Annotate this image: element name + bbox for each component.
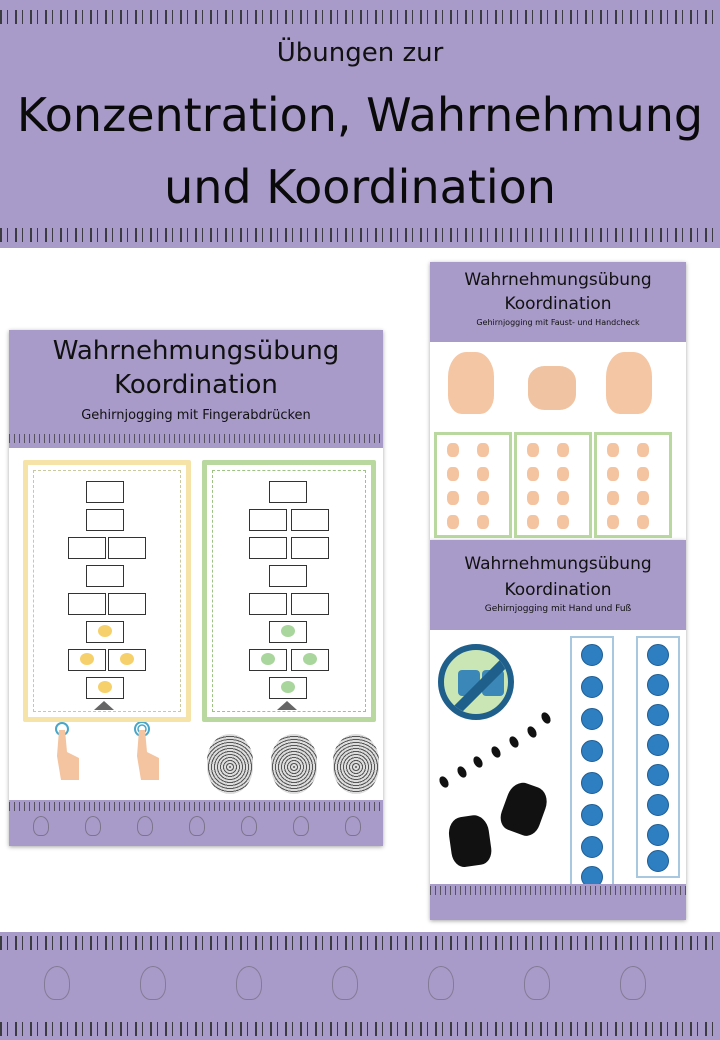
- worksheet-fist-hand: Wahrnehmungsübung Koordination Gehirnjog…: [430, 262, 686, 540]
- dot-column: [570, 636, 614, 898]
- glove-icon: [496, 778, 552, 840]
- box: [291, 509, 329, 531]
- footprint-icon: [525, 724, 539, 740]
- card-rb-header: Wahrnehmungsübung Koordination Gehirnjog…: [430, 540, 686, 630]
- finger-icon: [55, 722, 79, 780]
- lightbulb-icon: [140, 966, 166, 1000]
- mini-worksheet: [514, 432, 592, 538]
- card-left-title2: Koordination: [114, 370, 278, 400]
- box: [249, 593, 287, 615]
- worksheet-hand-foot: Wahrnehmungsübung Koordination Gehirnjog…: [430, 540, 686, 920]
- tick-border-bottom: [0, 228, 720, 242]
- header-banner: Übungen zur Konzentration, Wahrnehmung u…: [0, 0, 720, 248]
- green-dot: [261, 653, 275, 665]
- card-rb-title: Wahrnehmungsübung: [464, 554, 652, 574]
- lightbulb-icon: [293, 816, 309, 836]
- footprint-icon: [437, 774, 451, 790]
- tick-border: [9, 434, 383, 443]
- green-dot: [303, 653, 317, 665]
- lightbulb-icon: [332, 966, 358, 1000]
- card-rb-footer: [430, 884, 686, 920]
- card-rt-subtitle: Gehirnjogging mit Faust- und Handcheck: [476, 318, 640, 327]
- tick-border-top: [0, 10, 720, 24]
- header-subtitle: Übungen zur: [276, 38, 444, 68]
- box: [108, 593, 146, 615]
- lightbulb-icon: [236, 966, 262, 1000]
- arrow-up-icon: [277, 701, 297, 710]
- box: [291, 537, 329, 559]
- lightbulb-icon: [189, 816, 205, 836]
- fist-icon: [528, 366, 576, 410]
- box: [269, 481, 307, 503]
- box: [86, 565, 124, 587]
- footprint-icon: [455, 764, 469, 780]
- green-dot: [281, 681, 295, 693]
- header-title-line2: und Koordination: [164, 160, 556, 214]
- no-feet-sign-icon: [438, 644, 514, 720]
- footer-band: [0, 932, 720, 1040]
- hand-icon: [606, 352, 652, 414]
- box: [291, 593, 329, 615]
- card-rt-header: Wahrnehmungsübung Koordination Gehirnjog…: [430, 262, 686, 342]
- mini-worksheet: [594, 432, 672, 538]
- lightbulb-icon: [241, 816, 257, 836]
- arrow-up-icon: [94, 701, 114, 710]
- box: [68, 593, 106, 615]
- lightbulb-icon: [345, 816, 361, 836]
- yellow-dot: [120, 653, 134, 665]
- box: [269, 565, 307, 587]
- lightbulb-icon: [428, 966, 454, 1000]
- lightbulb-icon: [524, 966, 550, 1000]
- worksheet-fingerprints: Wahrnehmungsübung Koordination Gehirnjog…: [9, 330, 383, 846]
- lightbulb-icon: [137, 816, 153, 836]
- fingerprint-icon: [333, 734, 379, 794]
- card-rt-title: Wahrnehmungsübung: [464, 270, 652, 290]
- lightbulb-icon: [44, 966, 70, 1000]
- mini-worksheet: [434, 432, 512, 538]
- card-rb-subtitle: Gehirnjogging mit Hand und Fuß: [484, 604, 632, 614]
- box: [68, 537, 106, 559]
- footprint-icon: [507, 734, 521, 750]
- hand-icon: [448, 352, 494, 414]
- card-left-title: Wahrnehmungsübung: [52, 336, 340, 366]
- dot-column: [636, 636, 680, 878]
- card-rt-title2: Koordination: [504, 294, 612, 314]
- green-worksheet: [202, 460, 376, 722]
- box: [249, 537, 287, 559]
- fingerprint-icon: [207, 734, 253, 794]
- yellow-dot: [98, 625, 112, 637]
- footprint-icon: [471, 754, 485, 770]
- green-dot: [281, 625, 295, 637]
- yellow-dot: [80, 653, 94, 665]
- footprint-icon: [489, 744, 503, 760]
- box: [86, 481, 124, 503]
- card-left-footer: [9, 800, 383, 846]
- card-left-header: Wahrnehmungsübung Koordination Gehirnjog…: [9, 330, 383, 448]
- card-rb-title2: Koordination: [504, 580, 612, 600]
- box: [108, 537, 146, 559]
- lightbulb-icon: [85, 816, 101, 836]
- yellow-dot: [98, 681, 112, 693]
- lightbulb-icon: [33, 816, 49, 836]
- fingerprint-icon: [271, 734, 317, 794]
- box: [249, 509, 287, 531]
- footprint-icon: [539, 710, 553, 726]
- box: [86, 509, 124, 531]
- finger-icon: [134, 722, 159, 780]
- lightbulb-icon: [620, 966, 646, 1000]
- yellow-worksheet: [23, 460, 191, 722]
- header-title-line1: Konzentration, Wahrnehmung: [16, 88, 704, 142]
- card-left-subtitle: Gehirnjogging mit Fingerabdrücken: [81, 408, 311, 423]
- glove-icon: [446, 813, 494, 869]
